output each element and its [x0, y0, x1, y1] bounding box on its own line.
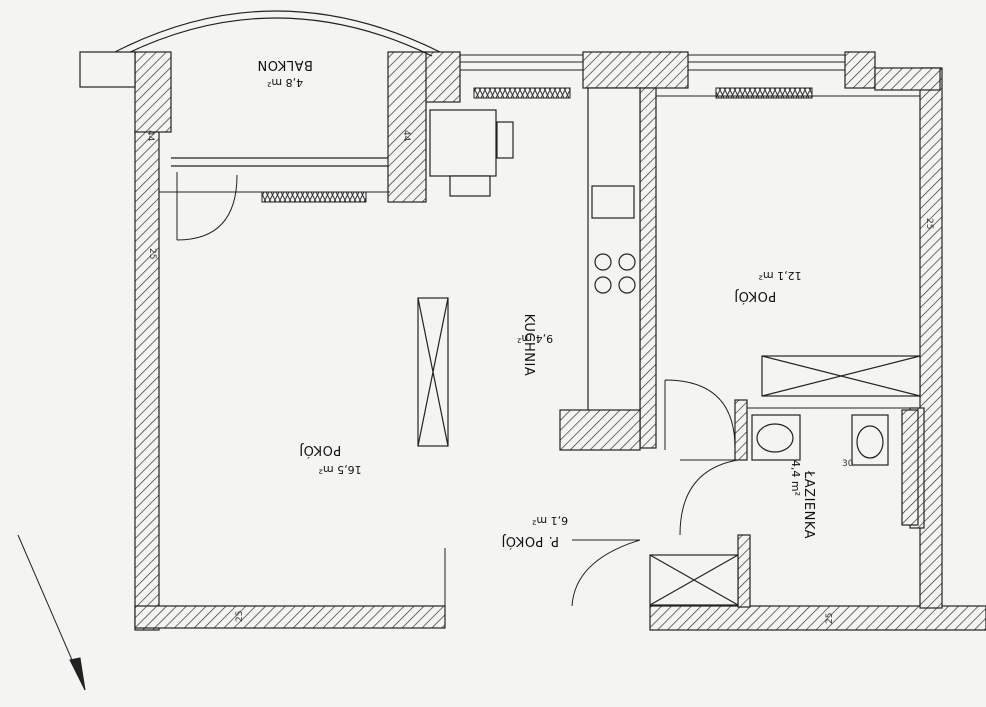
pokoj-right-area: 12,1 m² — [758, 269, 801, 282]
interior-lines — [159, 95, 920, 607]
kitchen-counter — [559, 87, 641, 451]
wardrobes — [417, 297, 921, 606]
przedpokoj-name: P. POKÓJ — [501, 533, 559, 549]
dimension-labels: 25 25 25 25 44 44 30 — [145, 130, 934, 624]
dim-bottom-left: 25 — [235, 611, 245, 622]
radiators — [261, 87, 813, 203]
walls — [134, 51, 986, 631]
doors — [176, 172, 739, 607]
north-arrow — [17, 534, 86, 691]
przedpokoj-area: 6,1 m² — [532, 514, 568, 527]
balcony — [79, 10, 441, 167]
dim-bath: 30 — [842, 459, 854, 469]
lazienka-name: ŁAZIENKA — [801, 470, 816, 539]
dim-pier-left: 44 — [145, 130, 155, 142]
dining-table — [429, 109, 514, 197]
windows — [460, 54, 845, 71]
dim-right: 25 — [924, 218, 934, 229]
kuchnia-name: KUCHNIA — [521, 314, 536, 377]
dim-left: 25 — [147, 248, 157, 259]
pokoj-right-name: POKÓJ — [734, 288, 776, 304]
dim-pier-right: 44 — [401, 130, 411, 142]
pokoj-big-name: POKÓJ — [299, 442, 341, 458]
balkon-name: BALKON — [257, 57, 313, 72]
bathroom-fixtures — [751, 409, 919, 526]
room-labels: 4,8 m² BALKON KUCHNIA 9,4 m² 16,5 m² POK… — [257, 57, 816, 549]
lazienka-area: 4,4 m² — [789, 460, 802, 496]
balkon-area: 4,8 m² — [267, 76, 303, 89]
kuchnia-area: 9,4 m² — [517, 332, 553, 345]
pokoj-big-area: 16,5 m² — [318, 463, 361, 476]
dim-bottom-right: 25 — [825, 613, 835, 624]
